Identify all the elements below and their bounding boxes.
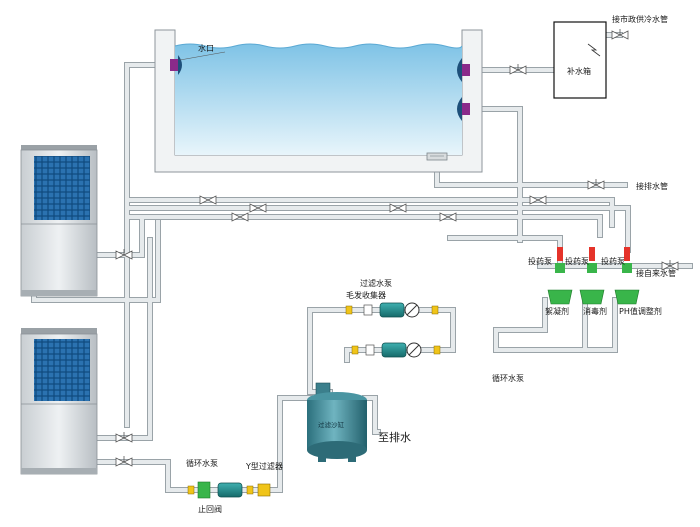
label-disinfectant: 消毒剂 <box>583 306 607 316</box>
valve-pipe-2 <box>249 203 267 213</box>
valve-pipe-3 <box>231 212 249 222</box>
valve-pipe-4 <box>439 212 457 222</box>
valve-inlet-pipe <box>509 64 527 75</box>
filter-pump-lower <box>351 342 441 358</box>
valve-municipal <box>611 29 629 40</box>
heat-pump-fan-top <box>34 156 90 220</box>
heat-pump-unit-top <box>20 145 98 297</box>
dosing-station-2 <box>579 247 605 305</box>
y-filter <box>257 483 271 497</box>
pool-water <box>175 44 462 155</box>
label-hair-collector: 毛发收集器 <box>346 290 386 300</box>
label-dosing-pump-2: 投药泵 <box>565 256 589 266</box>
label-dosing-pump-1: 投药泵 <box>528 256 552 266</box>
label-municipal-cold-water: 接市政供冷水管 <box>612 14 668 24</box>
label-sand-tank: 过滤沙缸 <box>318 420 345 429</box>
label-to-drain: 至排水 <box>378 430 411 444</box>
valve-heat-pump-bottom-1 <box>115 432 133 443</box>
circulation-pump-bottom <box>187 481 271 499</box>
filter-pump-upper <box>345 302 439 318</box>
valve-heat-pump-top <box>115 249 133 260</box>
label-ph-regulator: PH值调整剂 <box>619 306 662 316</box>
label-makeup-tank: 补水箱 <box>567 66 591 76</box>
pool-outlet-right-upper <box>457 58 470 82</box>
label-dosing-pump-3: 投药泵 <box>601 256 625 266</box>
label-circulating-pump-right: 循环水泵 <box>492 373 524 383</box>
valve-return <box>529 195 547 205</box>
valve-drain <box>587 179 605 190</box>
swimming-pool: 水口 <box>154 29 483 173</box>
heat-pump-fan-bottom <box>34 339 90 401</box>
pool-outlet-right-lower <box>457 97 470 121</box>
label-check-valve: 止回阀 <box>198 504 222 514</box>
label-drain-pipe: 接排水管 <box>636 181 668 191</box>
dosing-station-3 <box>614 247 640 305</box>
label-water-outlet: 水口 <box>198 43 214 53</box>
label-filter-pump: 过滤水泵 <box>360 278 392 288</box>
valve-heat-pump-bottom-2 <box>115 456 133 467</box>
check-valve <box>197 481 211 499</box>
valve-tap-water <box>661 260 679 271</box>
heat-pump-unit-bottom <box>20 328 98 475</box>
valves <box>115 29 679 467</box>
sand-filter-tank: 过滤沙缸 <box>307 382 367 462</box>
label-tap-water: 接自来水管 <box>636 268 676 278</box>
main-drain <box>426 152 448 161</box>
makeup-tank: 补水箱 接市政供冷水管 <box>553 14 668 99</box>
label-flocculant: 絮凝剂 <box>545 306 569 316</box>
label-y-filter: Y型过滤器 <box>245 461 283 471</box>
valve-pipe-5 <box>389 203 407 213</box>
dosing-station-1 <box>547 247 573 305</box>
valve-pipe-1 <box>199 195 217 205</box>
label-circulating-pump-bottom: 循环水泵 <box>186 458 218 468</box>
